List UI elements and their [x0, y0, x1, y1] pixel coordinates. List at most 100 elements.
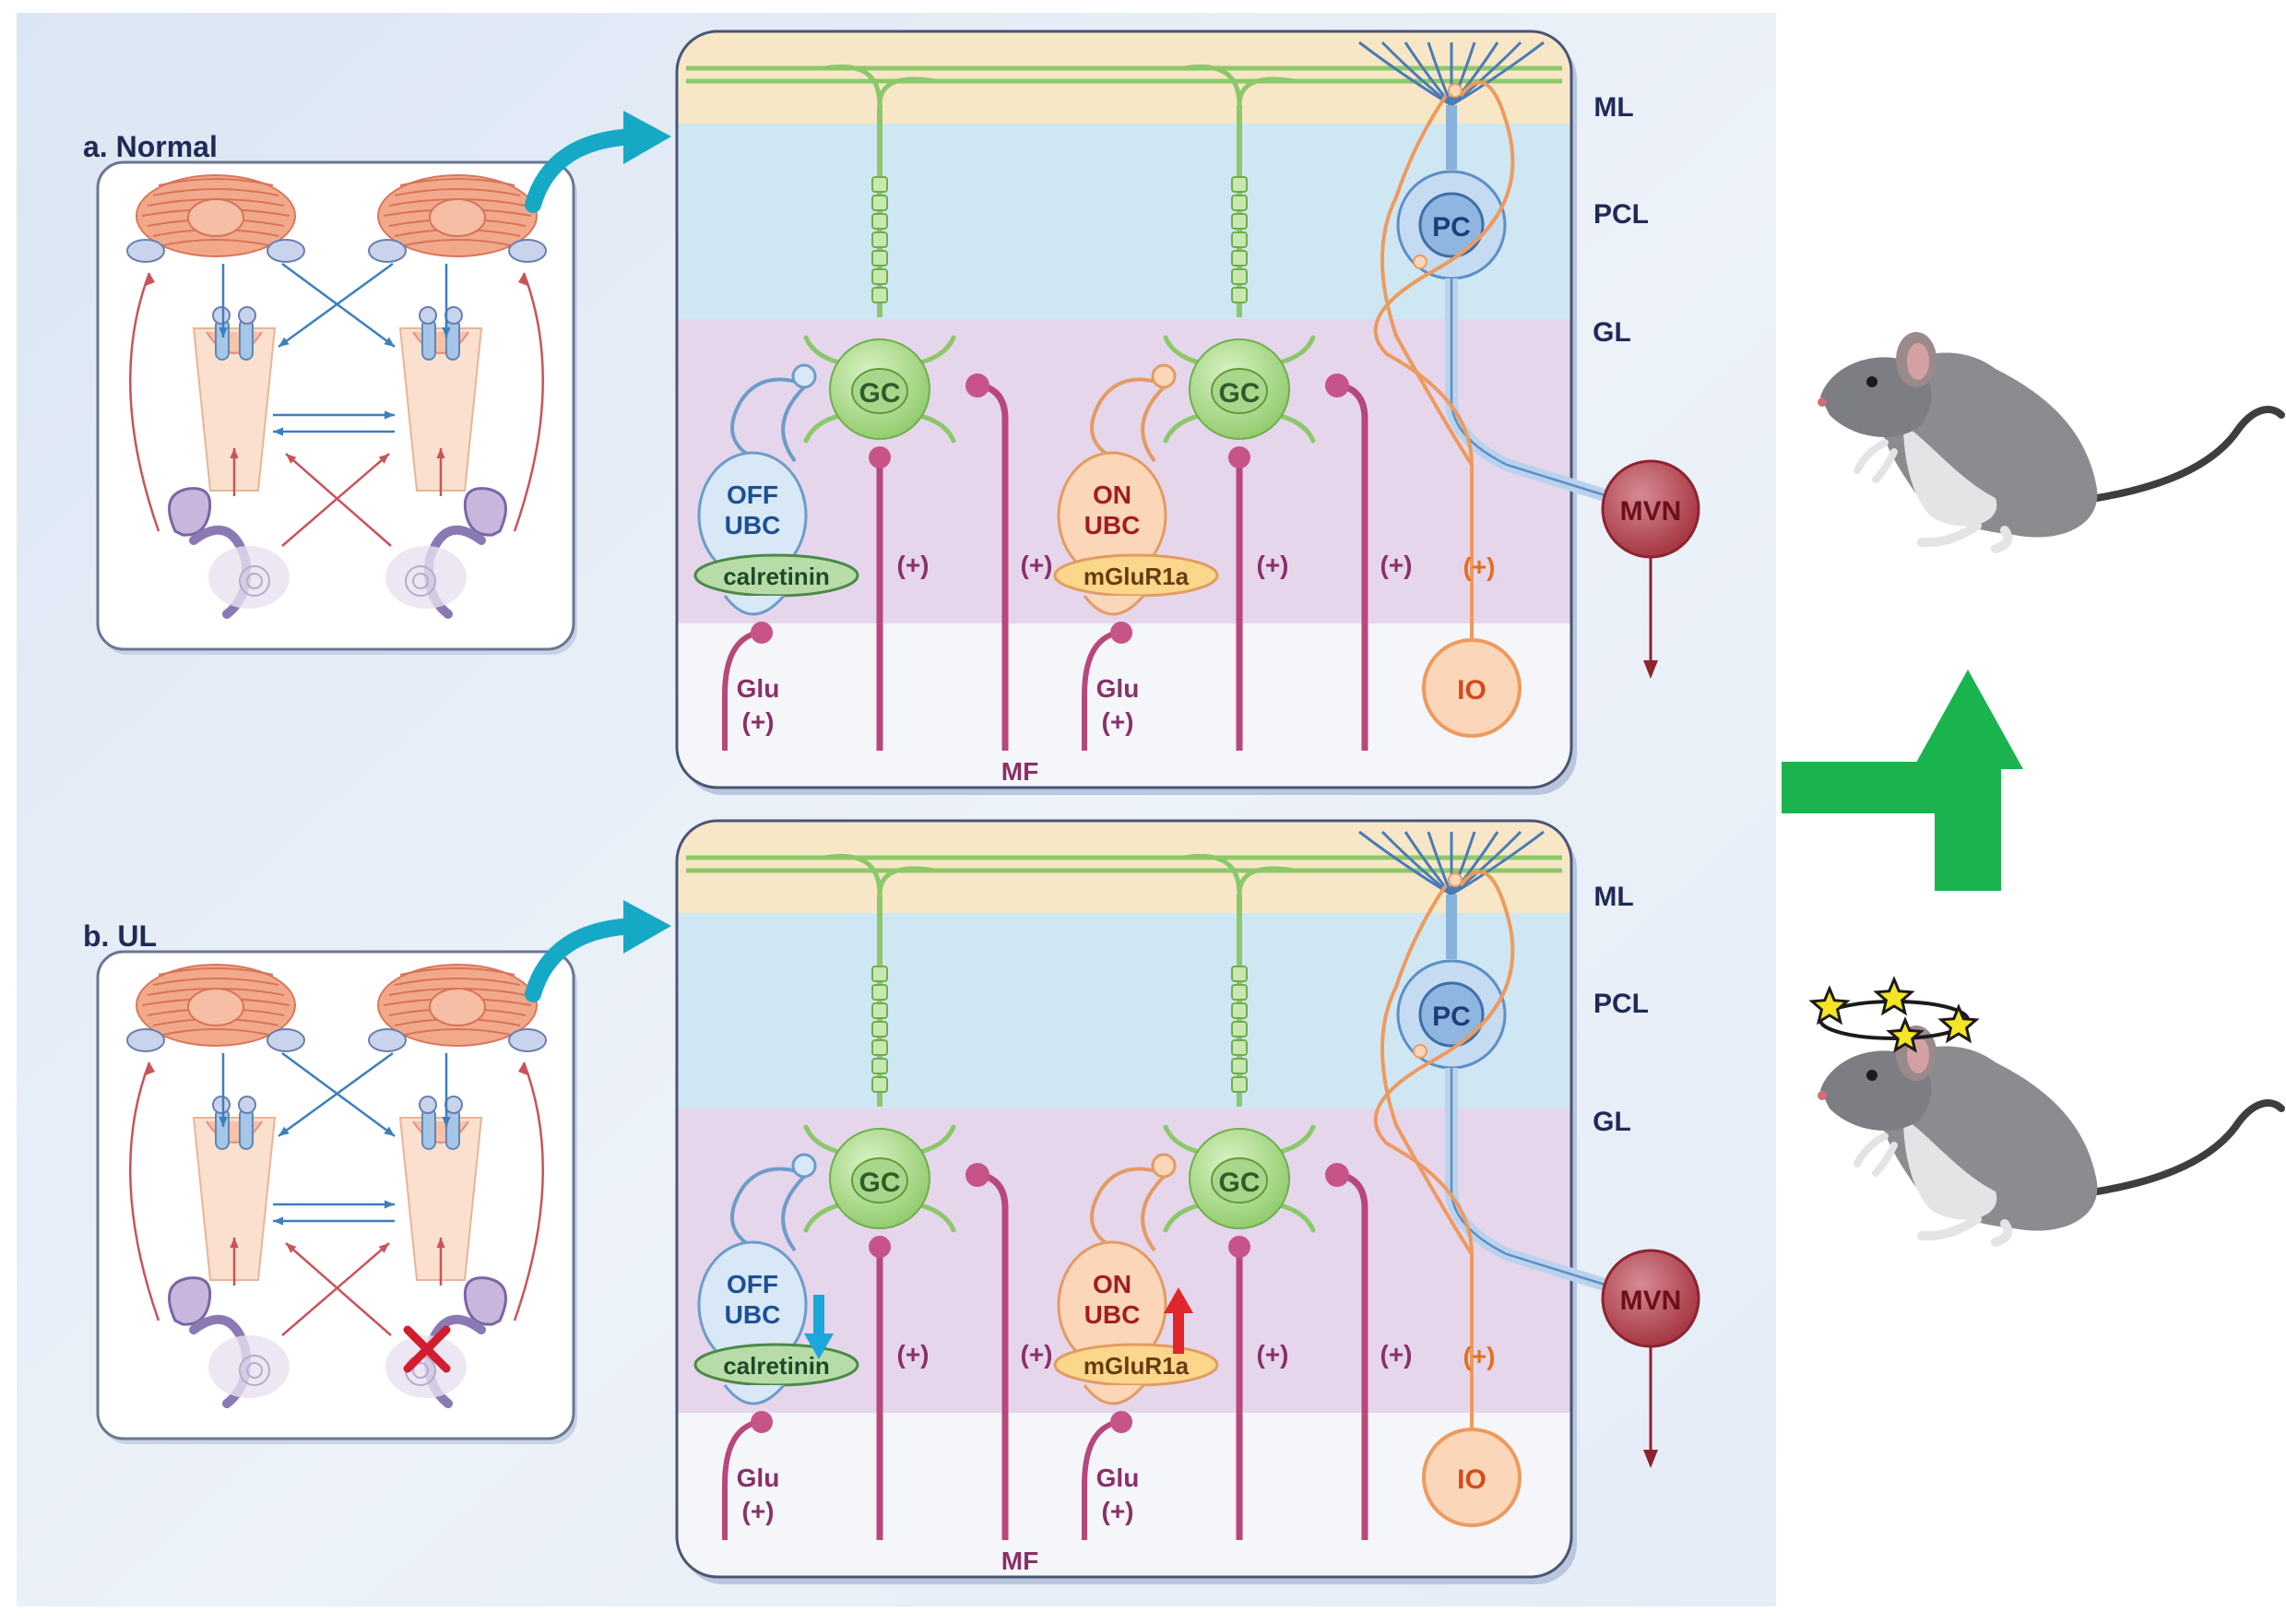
calretinin-label: calretinin: [723, 1352, 830, 1380]
granule-nucleus: [1211, 368, 1268, 414]
axon-segment: [871, 176, 888, 193]
mvn-label: MVN: [1620, 496, 1682, 527]
recovery-arrow-icon: [1782, 670, 2023, 891]
granule-nucleus: [1211, 1157, 1268, 1203]
purkinje-dendrite: [1358, 830, 1452, 896]
purkinje-dendrite: [1450, 831, 1499, 895]
inner-ear-icon: [168, 1276, 290, 1408]
downregulation-arrow: [804, 1295, 834, 1359]
excitatory-sign: (+): [897, 1340, 930, 1369]
purkinje-dendrite: [1450, 41, 1499, 106]
granule-cell: GC: [803, 64, 956, 444]
projection-arrow: [278, 1051, 394, 1138]
layer-label-ml: ML: [1593, 882, 1633, 912]
axon-segment: [871, 1039, 888, 1056]
mossy-loop-arrow-head: [518, 1062, 527, 1075]
glu-mossy-input: [1082, 1419, 1119, 1540]
axon-segment: [1231, 268, 1248, 285]
axon-segment: [1231, 287, 1248, 303]
mossy-loop-arrow-head: [146, 1062, 155, 1075]
granule-nucleus: [851, 1157, 908, 1203]
purkinje-cell-label: PC: [1432, 1002, 1471, 1032]
inner-ear-icon: [168, 487, 290, 619]
axon-segment: [871, 984, 888, 1001]
ubc-brush: [1083, 1384, 1145, 1405]
mossy-loop-arrow: [129, 272, 160, 532]
axon-segment: [871, 195, 888, 211]
commissural-arrow-head: [273, 1216, 284, 1226]
projection-arrow: [281, 1051, 396, 1138]
brainstem-icon: [192, 306, 277, 492]
mouse-forepaws: [1854, 1132, 1898, 1177]
dizzy-stars-icon: [1808, 976, 1980, 1053]
afferent-arrow-head: [378, 454, 389, 464]
projection-arrow-head: [219, 1116, 228, 1127]
panel-normal: a. NormalMLPCLGLGC(+)(+)GC(+)(+)OFFUBCca…: [83, 30, 1700, 795]
layer-label-gl: GL: [1593, 1107, 1631, 1137]
excitatory-sign: (+): [1102, 707, 1134, 736]
ubc-label-line1: OFF: [727, 1270, 778, 1298]
ubc-terminal: [1151, 363, 1177, 389]
commissural-arrow-head: [273, 427, 284, 436]
brainstem-icon: [398, 306, 483, 492]
star-icon: [1808, 985, 1851, 1025]
granule-cell: GC: [803, 853, 956, 1233]
projection-arrow-head: [278, 1126, 290, 1136]
excitatory-sign: (+): [1257, 1340, 1289, 1369]
right-column: [1782, 332, 2285, 1247]
axon-segment: [1231, 1058, 1248, 1074]
star-icon: [1886, 1016, 1925, 1053]
climbing-terminal: [1448, 83, 1463, 98]
axon-segment: [871, 250, 888, 267]
molecular-layer: [677, 821, 1571, 913]
commissural-arrow-head: [384, 1200, 395, 1209]
mvn-nucleus: MVN: [1601, 459, 1700, 679]
mouse-hindpaws: [1917, 521, 2013, 553]
ubc-label-line2: UBC: [1084, 1300, 1141, 1329]
axon-segment: [871, 213, 888, 230]
lesion-x-icon: [403, 1325, 451, 1373]
star-icon: [1937, 1003, 1980, 1044]
axon-segment: [871, 966, 888, 982]
excitatory-sign: (+): [742, 1497, 775, 1525]
mouse-icon: [1818, 332, 2285, 553]
purkinje-dendrite: [1450, 831, 1476, 895]
cortex-layers: [677, 31, 1571, 788]
excitatory-sign: (+): [1380, 1340, 1413, 1369]
mouse-forepaws: [1854, 439, 1898, 483]
afferent-arrow-head: [286, 454, 297, 464]
climbing-excitatory-sign: (+): [1463, 1342, 1496, 1370]
afferent-arrow-head: [230, 1238, 239, 1249]
mouse-hindpaws: [1917, 1215, 2013, 1247]
glu-mossy-input: [722, 630, 759, 751]
granule-cell: GC: [1163, 853, 1316, 1233]
climbing-fiber: [1373, 870, 1515, 1522]
ubc-brush: [723, 595, 786, 616]
glu-label: Glu: [737, 1464, 780, 1492]
projection-arrow-head: [219, 326, 228, 338]
projection-arrow-head: [442, 326, 451, 338]
mossy-rosette: [1325, 1163, 1349, 1187]
afferent-arrow: [285, 1242, 392, 1336]
ubc-brush: [1083, 595, 1145, 616]
afferent-arrow: [281, 1242, 390, 1336]
mossy-rosette: [1228, 1236, 1250, 1258]
cerebellum-icon: [368, 174, 547, 263]
inner-ear-icon: [385, 487, 507, 619]
io-soma: [1422, 1428, 1522, 1527]
mossy-rosette: [1110, 622, 1132, 644]
mouse-belly: [1903, 1118, 1997, 1220]
calretinin-label: calretinin: [723, 563, 830, 590]
white-matter: [677, 1413, 1571, 1577]
axon-segment: [871, 287, 888, 303]
axon-segment: [871, 1002, 888, 1019]
mvn-output-head: [1643, 1450, 1658, 1468]
inferior-olive: IO: [1422, 638, 1522, 738]
afferent-arrow: [285, 453, 392, 547]
ubc-label-line2: UBC: [725, 511, 781, 539]
projection-arrow-head: [442, 1116, 451, 1127]
climbing-fiber: [1373, 80, 1515, 732]
